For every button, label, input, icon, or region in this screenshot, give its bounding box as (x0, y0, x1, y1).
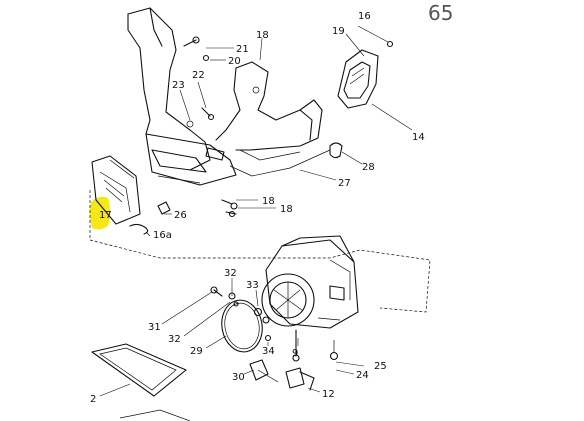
callout-2: 2 (90, 394, 96, 405)
washer-34 (262, 316, 272, 342)
callout-22: 22 (192, 70, 205, 81)
bracket-17 (91, 155, 141, 225)
fastener-26 (157, 201, 171, 215)
grommet-28 (329, 142, 343, 159)
nut-33 (253, 307, 263, 317)
callout-18-top: 18 (256, 30, 269, 41)
callout-32-bottom: 32 (168, 334, 181, 345)
callout-28: 28 (362, 162, 375, 173)
cover-plate-14 (337, 40, 394, 109)
callout-labels: 21 20 18 16 19 22 23 14 28 27 17 26 18 1… (90, 11, 425, 405)
blower-motor (261, 235, 359, 329)
gasket-frame-2 (91, 343, 191, 421)
callout-14: 14 (412, 132, 425, 143)
callout-34: 34 (262, 346, 275, 357)
callout-12: 12 (322, 389, 335, 400)
clip-16a (129, 223, 149, 235)
clamp-24 (329, 340, 339, 361)
callout-24: 24 (356, 370, 369, 381)
bushing-12 (285, 367, 315, 391)
callout-31: 31 (148, 322, 161, 333)
screw-31 (210, 286, 223, 297)
callout-17: 17 (99, 210, 112, 221)
callout-23: 23 (172, 80, 185, 91)
callout-29: 29 (190, 346, 203, 357)
callout-26: 26 (174, 210, 187, 221)
callout-16a: 16a (153, 230, 172, 241)
screw-20-21 (183, 36, 210, 62)
screws-18-19 (221, 199, 238, 218)
bolt-9 (292, 329, 300, 362)
callout-19: 19 (332, 26, 345, 37)
highlight-part-17 (89, 196, 110, 230)
callout-20: 20 (228, 56, 241, 67)
pin-30 (249, 359, 279, 383)
callout-18-mid: 18 (262, 196, 275, 207)
page-number: 65 (428, 1, 453, 25)
callout-25: 25 (374, 361, 387, 372)
upper-housing (127, 7, 331, 186)
callout-33: 33 (246, 280, 259, 291)
callout-16: 16 (358, 11, 371, 22)
callout-18-right: 18 (280, 204, 293, 215)
callout-30: 30 (232, 372, 245, 383)
callout-27: 27 (338, 178, 351, 189)
callout-9: 9 (292, 348, 298, 359)
screw-22 (201, 107, 215, 121)
callout-32-top: 32 (224, 268, 237, 279)
leader-lines (99, 25, 413, 397)
callout-21: 21 (236, 44, 249, 55)
